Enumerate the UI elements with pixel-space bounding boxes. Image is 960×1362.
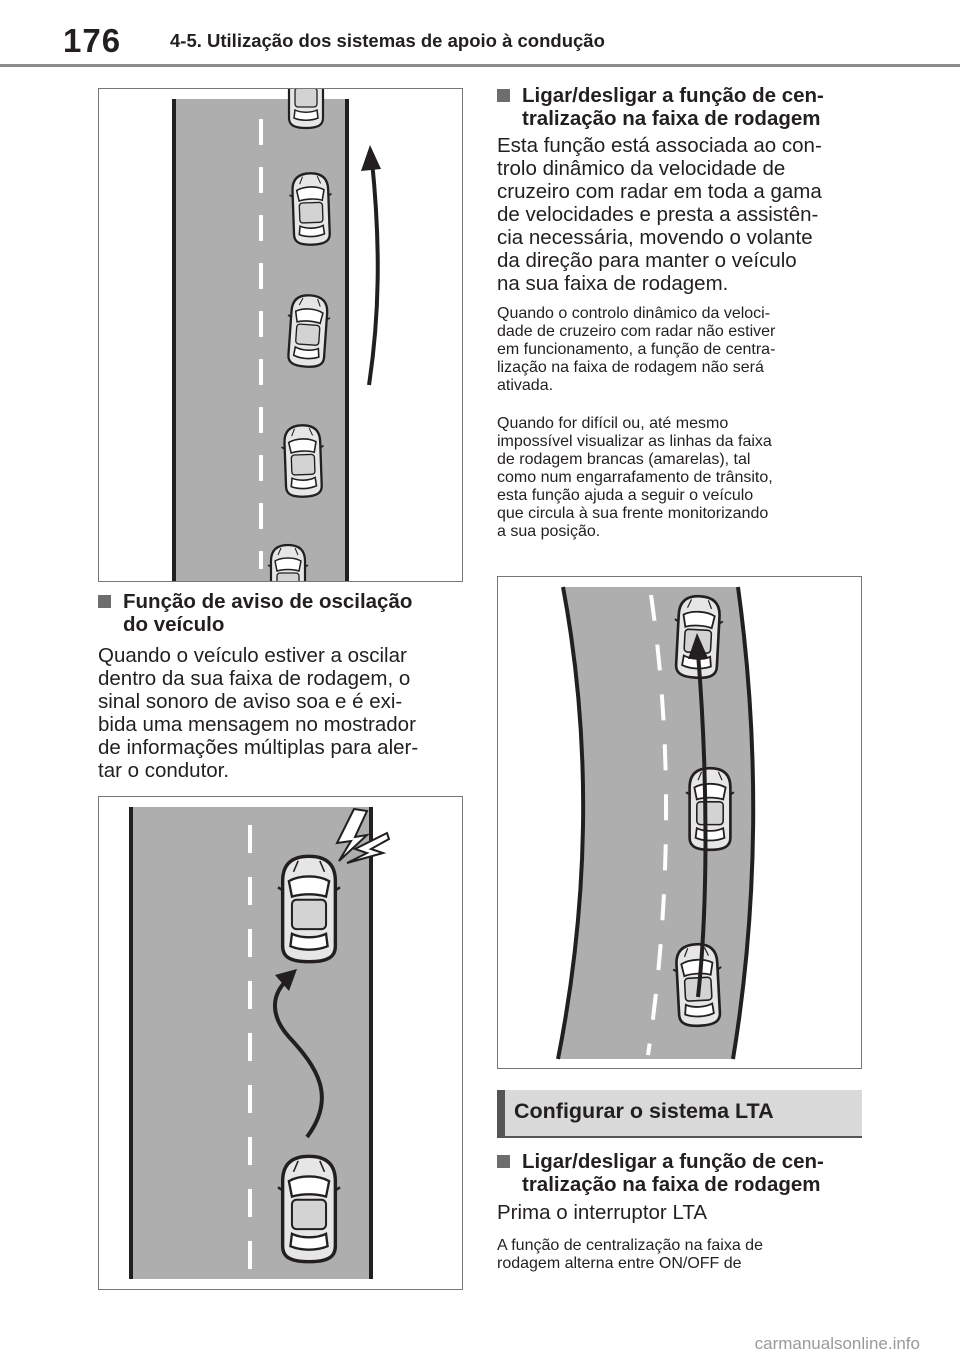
- note-on-off: A função de centralização na faixa de ro…: [497, 1237, 867, 1273]
- text-line: a sua posição.: [497, 523, 601, 540]
- text-line: bida uma mensagem no mostrador: [98, 713, 416, 736]
- header-rule: [0, 64, 960, 67]
- text-line: A função de centralização na faixa de: [497, 1237, 763, 1254]
- warning-lightning-icon: [335, 807, 391, 864]
- figure-oscillation-warning: [98, 796, 463, 1290]
- square-bullet-icon: [497, 89, 510, 102]
- car-icon: [283, 292, 333, 370]
- body-press-lta-switch: Prima o interruptor LTA: [497, 1201, 708, 1224]
- heading-line: Ligar/desligar a função de cen-: [522, 84, 824, 107]
- text-line: trolo dinâmico da velocidade de: [497, 157, 786, 180]
- figure-lane-centering-straight: [98, 88, 463, 582]
- text-line: tar o condutor.: [98, 759, 230, 782]
- text-line: Esta função está associada ao con-: [497, 134, 822, 157]
- heading-line: tralização na faixa de rodagem: [522, 107, 821, 130]
- text-line: da direção para manter o veículo: [497, 249, 797, 272]
- car-icon: [279, 423, 327, 499]
- heading-lane-centering-toggle: Ligar/desligar a função de cen- tralizaç…: [497, 1150, 867, 1196]
- car-icon: [266, 543, 310, 581]
- section-accent-bar: [497, 1090, 505, 1136]
- section-title: Configurar o sistema LTA: [514, 1099, 774, 1123]
- heading-lane-centering: Ligar/desligar a função de cen- tralizaç…: [497, 84, 867, 130]
- text-line: Quando o veículo estiver a oscilar: [98, 644, 407, 667]
- text-line: na sua faixa de rodagem.: [497, 272, 729, 295]
- text-line: cia necessária, movendo o volante: [497, 226, 813, 249]
- watermark: carmanualsonline.info: [754, 1334, 920, 1353]
- text-line: de informações múltiplas para aler-: [98, 736, 419, 759]
- section-underline: [497, 1136, 862, 1138]
- body-oscillation-warning: Quando o veículo estiver a oscilar dentr…: [98, 644, 468, 782]
- text-line: rodagem alterna entre ON/OFF de: [497, 1255, 742, 1272]
- note-radar-cruise: Quando o controlo dinâmico da veloci- da…: [497, 305, 867, 395]
- body-lane-centering: Esta função está associada ao con- trolo…: [497, 134, 867, 295]
- section-header-band: Configurar o sistema LTA: [497, 1090, 862, 1136]
- page-number: 176: [63, 22, 122, 59]
- text-line: Quando o controlo dinâmico da veloci-: [497, 305, 771, 322]
- chapter-title: 4-5. Utilização dos sistemas de apoio à …: [170, 30, 605, 51]
- heading-line: tralização na faixa de rodagem: [522, 1173, 821, 1196]
- heading-line: do veículo: [123, 613, 225, 636]
- square-bullet-icon: [98, 595, 111, 608]
- car-icon: [287, 171, 335, 247]
- text-line: impossível visualizar as linhas da faixa: [497, 433, 772, 450]
- text-line: em funcionamento, a função de centra-: [497, 341, 776, 358]
- car-icon: [684, 766, 736, 852]
- text-line: esta função ajuda a seguir o veículo: [497, 487, 754, 504]
- car-icon: [284, 89, 328, 130]
- text-line: Quando for difícil ou, até mesmo: [497, 415, 729, 432]
- arrow-icon: [272, 969, 324, 1139]
- text-line: como num engarrafamento de trânsito,: [497, 469, 773, 486]
- text-line: de velocidades e presta a assistên-: [497, 203, 819, 226]
- car-icon: [276, 1154, 342, 1264]
- text-line: que circula à sua frente monitorizando: [497, 505, 769, 522]
- note-follow-vehicle: Quando for difícil ou, até mesmo impossí…: [497, 415, 867, 541]
- text-line: cruzeiro com radar em toda a gama: [497, 180, 822, 203]
- heading-line: Função de aviso de oscilação: [123, 590, 413, 613]
- heading-line: Ligar/desligar a função de cen-: [522, 1150, 824, 1173]
- text-line: dentro da sua faixa de rodagem, o: [98, 667, 411, 690]
- text-line: lização na faixa de rodagem não será: [497, 359, 764, 376]
- text-line: ativada.: [497, 377, 554, 394]
- heading-oscillation-warning: Função de aviso de oscilação do veículo: [98, 590, 463, 636]
- arrow-icon: [688, 633, 708, 998]
- text-line: dade de cruzeiro com radar não estiver: [497, 323, 776, 340]
- text-line: de rodagem brancas (amarelas), tal: [497, 451, 751, 468]
- car-icon: [276, 854, 342, 964]
- text-line: sinal sonoro de aviso soa e é exi-: [98, 690, 403, 713]
- arrow-icon: [361, 145, 381, 386]
- square-bullet-icon: [497, 1155, 510, 1168]
- figure-lane-centering-curve: [497, 576, 862, 1069]
